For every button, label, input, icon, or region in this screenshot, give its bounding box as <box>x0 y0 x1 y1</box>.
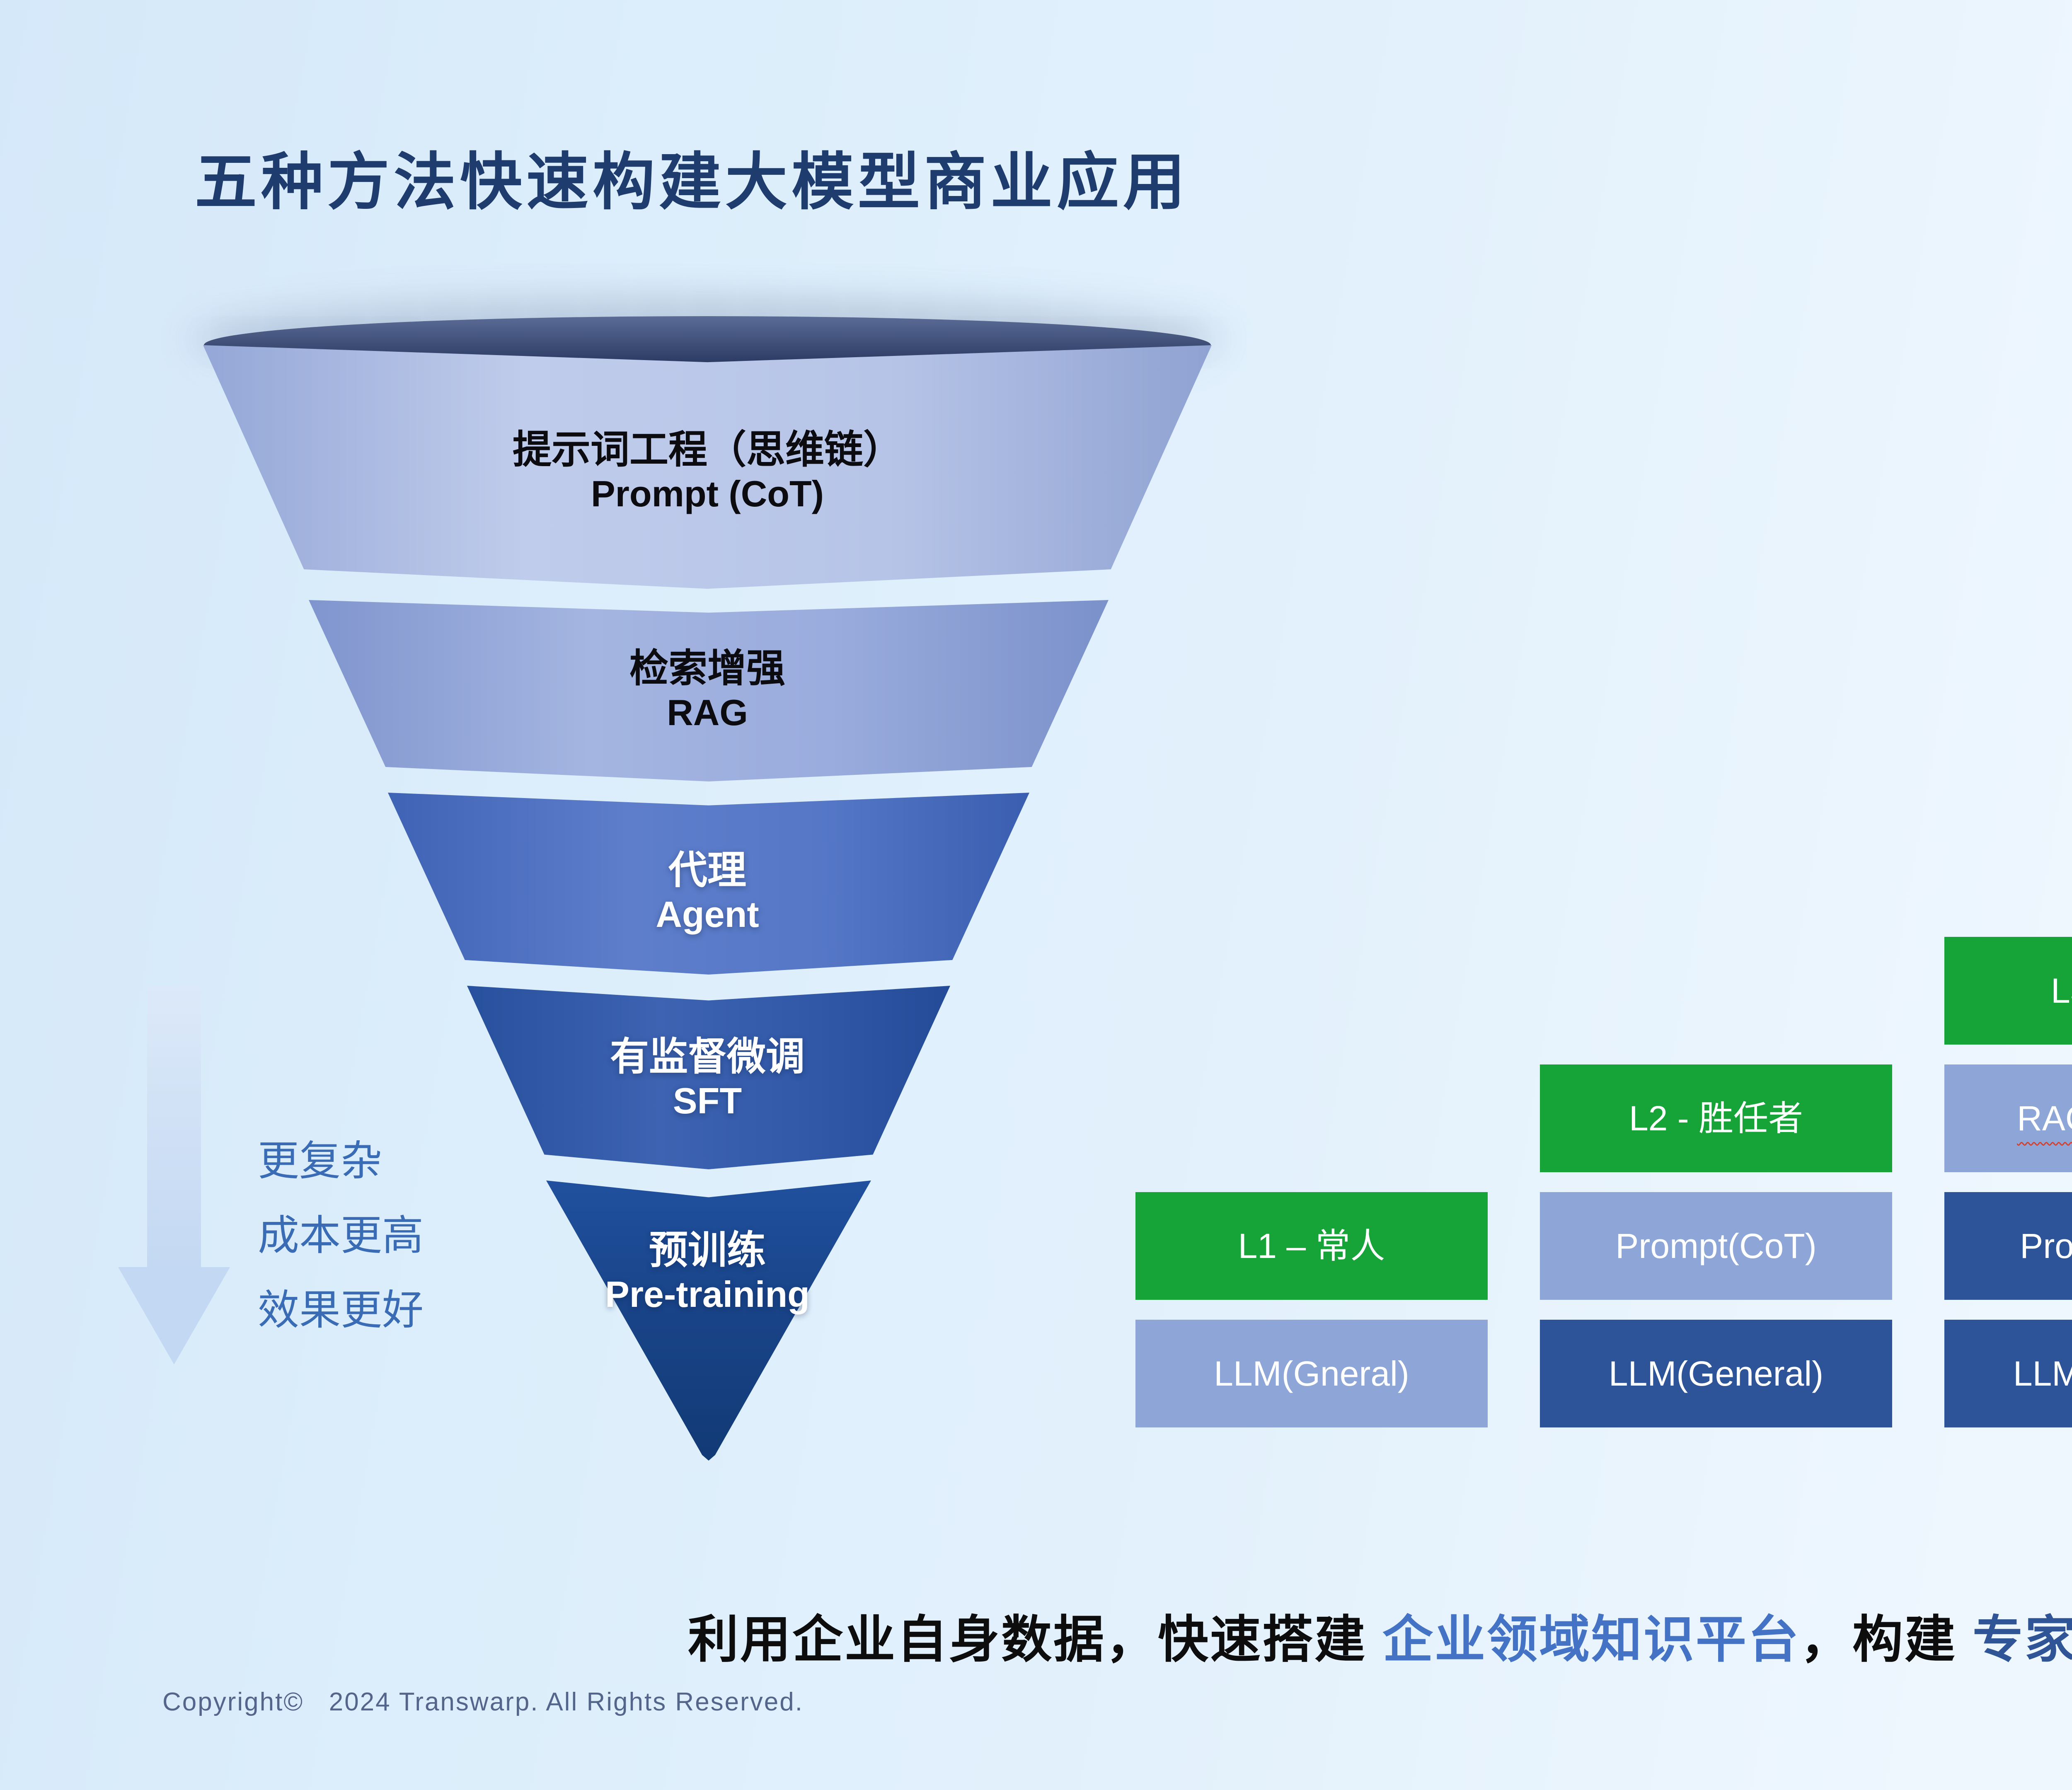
box-label: L1 – 常人 <box>1238 1226 1385 1265</box>
box-label: L2 - 胜任者 <box>1629 1098 1803 1138</box>
box-label: LLM(General) <box>1608 1354 1824 1393</box>
funnel-level-1-label: 提示词工程（思维链）Prompt (CoT) <box>293 427 1122 515</box>
funnel-axis-label: 更复杂 <box>258 1138 382 1184</box>
funnel-level-en-text: SFT <box>673 1080 742 1121</box>
ladder-L2-box: L2 - 胜任者 <box>1540 1064 1892 1172</box>
funnel-band-4 <box>467 986 950 1169</box>
funnel-band-5 <box>546 1180 871 1461</box>
funnel-axis-labels: 更复杂成本更高效果更好 <box>258 1124 424 1347</box>
down-arrow-icon <box>147 986 201 1268</box>
footer-segment: ，构建 <box>1800 1611 1973 1668</box>
copyright-text: Copyright© 2024 Transwarp. All Rights Re… <box>162 1688 804 1716</box>
ladder-L3-box: L3 - 专家 <box>1944 937 2072 1045</box>
funnel-level-zh-text: 提示词工程（思维链） <box>512 428 902 471</box>
funnel-level-en-text: Prompt (CoT) <box>591 473 824 514</box>
funnel-level-en-text: Agent <box>656 894 759 935</box>
funnel-level-en-text: Pre-training <box>605 1274 810 1315</box>
funnel-band-1 <box>203 345 1212 589</box>
funnel-level-zh-text: 代理 <box>668 848 746 892</box>
funnel-level-en-text: RAG <box>667 692 748 733</box>
ladder-L2-box: LLM(General) <box>1540 1320 1892 1427</box>
ladder-L3-box: LLM(General) <box>1944 1320 2072 1427</box>
box-label: LLM(Gneral) <box>1214 1354 1409 1393</box>
box-label: Prompt(CoT) <box>2020 1226 2072 1265</box>
box-label: RAG & Agent <box>2017 1098 2072 1138</box>
ladder-L3-box: Prompt(CoT) <box>1944 1192 2072 1300</box>
ladder-L1-box: L1 – 常人 <box>1135 1192 1488 1300</box>
funnel-band-2 <box>309 600 1109 781</box>
funnel-band-3 <box>388 793 1029 975</box>
page-title: 五种方法快速构建大模型商业应用 <box>195 147 1190 217</box>
funnel-axis-label: 成本更高 <box>258 1212 424 1259</box>
box-label: LLM(General) <box>2013 1354 2072 1393</box>
funnel-axis-label: 效果更好 <box>258 1287 424 1333</box>
funnel-level-zh-text: 有监督微调 <box>610 1035 805 1078</box>
ladder-L3-box: RAG & Agent <box>1944 1064 2072 1172</box>
footer-segment: 企业领域知识平台 <box>1382 1611 1800 1668</box>
summary-sentence: 利用企业自身数据，快速搭建 企业领域知识平台，构建 专家级领域大模型应用 <box>0 1599 2072 1672</box>
box-label: L3 - 专家 <box>2050 971 2072 1010</box>
funnel-level-zh-text: 预训练 <box>649 1228 766 1272</box>
down-arrow-head-icon <box>118 1267 230 1364</box>
box-label: Prompt(CoT) <box>1615 1226 1817 1265</box>
footer-segment: 利用企业自身数据，快速搭建 <box>688 1611 1382 1668</box>
footer-segment: 专家级领域大模型应用 <box>1972 1611 2072 1668</box>
ladder-L1-box: LLM(Gneral) <box>1135 1320 1488 1427</box>
funnel-level-zh-text: 检索增强 <box>629 646 785 690</box>
ladder-L2-box: Prompt(CoT) <box>1540 1192 1892 1300</box>
